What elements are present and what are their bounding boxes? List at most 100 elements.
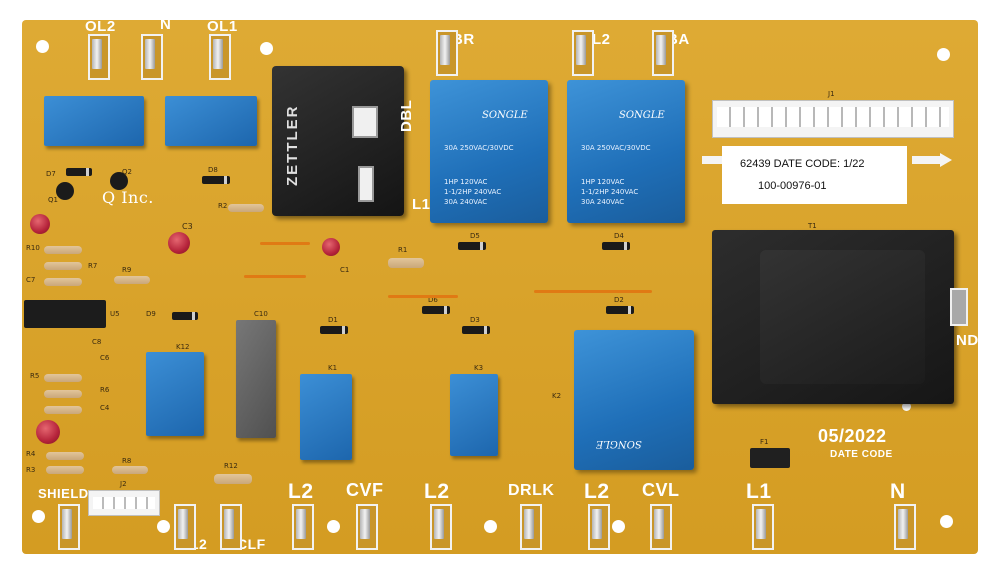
ref-d5: D5 <box>470 232 480 240</box>
spade-terminal <box>352 504 378 550</box>
pcb-trace <box>388 295 458 298</box>
diode-d2 <box>606 306 634 314</box>
spade-terminal <box>890 504 916 550</box>
zettler-brand: ZETTLER <box>284 104 301 187</box>
fuse-f1 <box>750 448 790 468</box>
spade-terminal <box>568 30 594 76</box>
resistor <box>44 278 82 286</box>
spade-terminal <box>54 504 80 550</box>
resistor-r2 <box>228 204 264 212</box>
mounting-hole <box>260 42 273 55</box>
ref-r8: R8 <box>122 457 132 465</box>
songle-brand: SONGLE <box>619 110 665 121</box>
label-l1: L1 <box>412 196 431 213</box>
spade-terminal <box>648 30 674 76</box>
relay-small <box>44 96 144 146</box>
resistor <box>44 390 82 398</box>
spade-terminal <box>432 30 458 76</box>
ref-r9: R9 <box>122 266 132 274</box>
ic-chip-u5 <box>24 300 106 328</box>
mounting-hole <box>940 515 953 528</box>
ref-j2: J2 <box>120 480 127 488</box>
mounting-hole <box>32 510 45 523</box>
ref-c1: C1 <box>340 266 350 274</box>
spade-terminal <box>426 504 452 550</box>
ref-r10: R10 <box>26 244 40 252</box>
resistor-r12 <box>214 474 252 484</box>
relay-rating: 30A 250VAC/30VDC <box>581 144 651 152</box>
resistor <box>44 374 82 382</box>
transistor-q2 <box>110 172 128 190</box>
mounting-hole <box>36 40 49 53</box>
resistor-r8 <box>112 466 148 474</box>
relay-rating: 30A 240VAC <box>581 198 625 206</box>
relay-rating: 30A 240VAC <box>444 198 488 206</box>
ref-c4: C4 <box>100 404 110 412</box>
spade-terminal <box>646 504 672 550</box>
ref-f1: F1 <box>760 438 769 446</box>
resistor-r9 <box>114 276 150 284</box>
date-code-label: DATE CODE <box>830 449 893 460</box>
pcb-board: OL2 N OL1 BR L2 BA ZETTLER DBL L1 SONGLE… <box>22 16 979 554</box>
terminal-label-l2-bottom: L2 <box>424 480 450 503</box>
spade-terminal <box>516 504 542 550</box>
spade-terminal <box>748 504 774 550</box>
capacitor-c3 <box>168 232 190 254</box>
relay-k12 <box>146 352 204 436</box>
pcb-trace <box>260 242 310 245</box>
j1-connector <box>712 100 954 138</box>
songle-relay: SONGLE 30A 250VAC/30VDC 1HP 120VAC 1-1/2… <box>430 80 548 223</box>
ref-r2: R2 <box>218 202 228 210</box>
diode-d6 <box>422 306 450 314</box>
terminal-label-ol2: OL2 <box>85 18 116 35</box>
ref-c8: C8 <box>92 338 102 346</box>
relay-k3 <box>450 374 498 456</box>
diode-d3 <box>462 326 490 334</box>
ref-r1: R1 <box>398 246 408 254</box>
terminal-label-n-top: N <box>160 16 172 33</box>
relay-rating: 1-1/2HP 240VAC <box>444 188 502 196</box>
ref-t1: T1 <box>808 222 817 230</box>
pcb-trace <box>244 275 306 278</box>
label-dbl: DBL <box>398 99 415 132</box>
label-nd: ND <box>956 332 979 349</box>
spade-terminal <box>584 504 610 550</box>
transformer <box>712 230 954 404</box>
terminal-label-l2-bottom: L2 <box>288 480 314 503</box>
diode-d8 <box>202 176 230 184</box>
relay-rating: 1-1/2HP 240VAC <box>581 188 639 196</box>
terminal-label-clf: CLF <box>237 536 266 552</box>
terminal-label-l1-bottom: L1 <box>746 480 772 503</box>
capacitor-c10 <box>236 320 276 438</box>
diode-d7 <box>66 168 92 176</box>
maker-mark: Q Inc. <box>102 188 154 207</box>
songle-relay: SONGLE 30A 250VAC/30VDC 1HP 120VAC 1-1/2… <box>567 80 685 223</box>
spade-terminal <box>216 504 242 550</box>
ref-d8: D8 <box>208 166 218 174</box>
sticker-line-1: 62439 DATE CODE: 1/22 <box>740 158 865 170</box>
relay-rating: 30A 250VAC/30VDC <box>444 144 514 152</box>
ref-r3: R3 <box>26 466 36 474</box>
mounting-hole <box>157 520 170 533</box>
resistor <box>44 262 82 270</box>
songle-relay-k2: SONGLE <box>574 330 694 470</box>
spade-terminal <box>84 34 110 80</box>
mounting-hole <box>937 48 950 61</box>
relay-rating: 1HP 120VAC <box>444 178 488 186</box>
capacitor-c1 <box>322 238 340 256</box>
pcb-trace <box>592 290 652 293</box>
j2-connector <box>88 490 160 516</box>
ref-c7: C7 <box>26 276 36 284</box>
ref-q2: Q2 <box>122 168 132 176</box>
resistor <box>44 246 82 254</box>
capacitor <box>30 214 50 234</box>
ref-u5: U5 <box>110 310 120 318</box>
ref-d1: D1 <box>328 316 338 324</box>
diode-d1 <box>320 326 348 334</box>
terminal-label-l2-bottom: L2 <box>584 480 610 503</box>
terminal-label-l2-top: L2 <box>592 31 611 48</box>
mounting-hole <box>327 520 340 533</box>
terminal-label-shield: SHIELD <box>38 486 89 501</box>
zettler-relay: ZETTLER <box>272 66 404 216</box>
terminal-label-drlk: DRLK <box>508 482 555 499</box>
